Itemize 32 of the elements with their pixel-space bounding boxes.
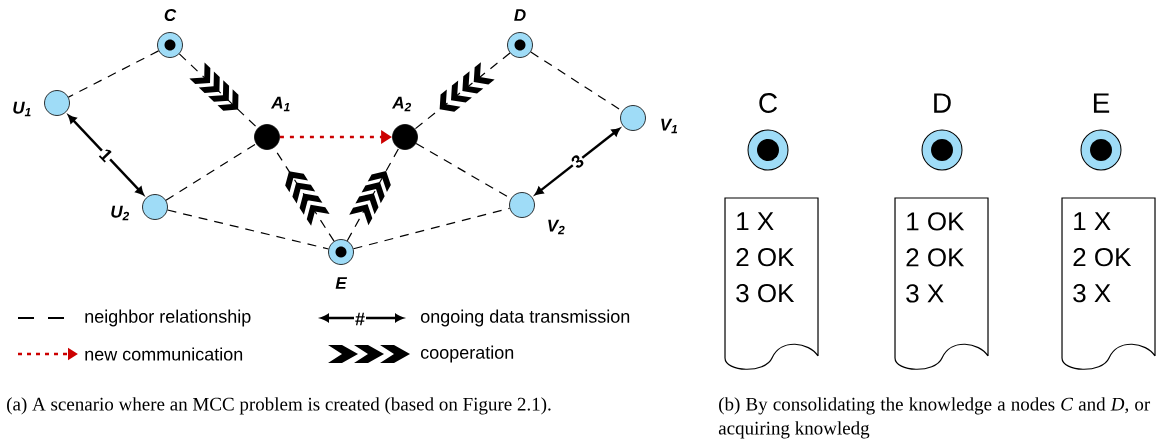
node-label: E: [335, 277, 348, 289]
dashed-line: [67, 50, 160, 98]
chevron-arrow: [414, 52, 511, 130]
document-shape: 1 X 2 OK 3 OK: [724, 197, 819, 370]
node-label: E: [1093, 93, 1110, 113]
dashed-line: [166, 209, 330, 250]
legend-text: cooperation: [421, 345, 514, 363]
document-shape: 1 X 2 OK 3 X: [1061, 197, 1156, 370]
chevron-arrow: [178, 53, 259, 129]
double-arrow: [534, 127, 621, 196]
edge-label: 1: [96, 145, 116, 165]
node-label: U$_{1}$: [13, 101, 31, 117]
legend-text: neighbor relationship: [85, 309, 251, 327]
node-label: A$_{2}$: [391, 96, 412, 112]
dashed-line: [352, 207, 511, 250]
node-label: C: [759, 93, 778, 113]
dashed-line: [165, 143, 257, 201]
node-label: V$_{2}$: [548, 219, 565, 235]
node-label: D: [934, 93, 951, 113]
node-label: U$_{2}$: [111, 205, 130, 221]
chevron-arrow: [346, 147, 400, 242]
node-label: V$_{1}$: [661, 118, 678, 134]
caption: (b) By consolidating the knowledge a nodes C and D, or acquiring knowledg: [718, 397, 1151, 439]
edge-label: 3: [568, 152, 587, 171]
legend-text: new communication: [85, 347, 243, 361]
legend-text: ongoing data transmission: [420, 309, 630, 327]
double-arrow: [68, 114, 144, 196]
node-label: C: [164, 9, 177, 22]
document-shape: 1 OK 2 OK 3 X: [894, 197, 989, 370]
node-label: A$_{1}$: [270, 96, 290, 112]
node-label: D: [514, 9, 526, 21]
caption: (a) A scenario where an MCC problem is created (based on Figure 2.1).: [7, 397, 551, 415]
